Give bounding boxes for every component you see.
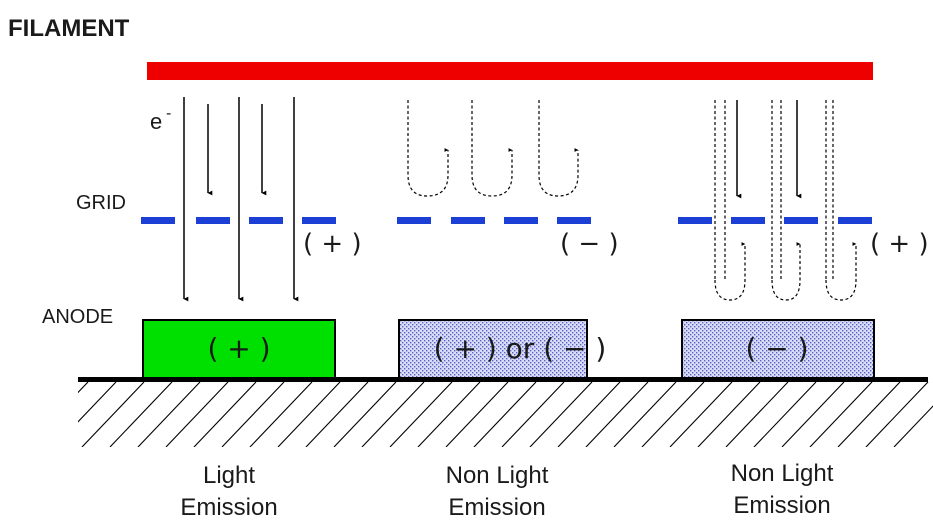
hatch-line xyxy=(333,381,397,447)
panel-2-grid-charge: ( − ) xyxy=(560,229,619,259)
hatch-line xyxy=(78,381,89,394)
hatch-line xyxy=(865,381,929,447)
hatch-line xyxy=(641,381,705,447)
grid-dashes xyxy=(141,217,872,224)
hatch-line xyxy=(81,381,145,447)
hatch-line xyxy=(557,381,621,447)
hatch-line xyxy=(753,381,817,447)
ground-line xyxy=(78,377,928,382)
panel-1-grid-charge: ( + ) xyxy=(303,229,362,259)
electron-superscript: - xyxy=(166,105,171,122)
panel-3-electron-paths xyxy=(714,100,857,301)
panel-3-anode xyxy=(681,319,875,379)
panel-1-electron-paths xyxy=(183,97,299,302)
panel-1-anode-charge: ( + ) xyxy=(207,332,270,365)
hatch-line xyxy=(725,381,789,447)
filament-bar xyxy=(147,62,873,80)
panel-1-anode xyxy=(142,319,336,379)
hatch-line xyxy=(165,381,229,447)
panel-3-caption-line2: Emission xyxy=(733,492,830,519)
hatch-line xyxy=(389,381,453,447)
panel-2-anode-charge: ( + ) or ( − ) xyxy=(434,332,607,365)
hatch-line xyxy=(501,381,565,447)
hatch-line xyxy=(277,381,341,447)
hatch-line xyxy=(837,381,901,447)
hatch-line xyxy=(585,381,649,447)
anode-label: ANODE xyxy=(42,306,113,328)
hatch-line xyxy=(781,381,845,447)
hatch-line xyxy=(221,381,285,447)
hatch-line xyxy=(193,381,257,447)
hatch-line xyxy=(893,405,933,447)
hatch-line xyxy=(809,381,873,447)
hatch-line xyxy=(0,382,60,447)
grid-label: GRID xyxy=(76,192,126,214)
hatch-line xyxy=(361,381,425,447)
hatch-line xyxy=(473,381,537,447)
hatch-line xyxy=(445,381,509,447)
filament-label: FILAMENT xyxy=(8,15,130,42)
hatch-line xyxy=(137,381,201,447)
panel-2-caption-line1: Non Light xyxy=(446,462,549,489)
panel-2-electron-paths xyxy=(407,100,579,197)
hatch-line xyxy=(697,381,761,447)
hatch-line xyxy=(613,381,677,447)
panel-3-grid-charge: ( + ) xyxy=(870,229,929,259)
hatch-line xyxy=(78,381,117,423)
hatch-line xyxy=(529,381,593,447)
panel-1-caption-line1: Light xyxy=(203,462,255,489)
hatch-line xyxy=(417,381,481,447)
panel-3-anode-charge: ( − ) xyxy=(745,332,808,365)
hatch-line xyxy=(305,381,369,447)
hatch-line xyxy=(109,381,173,447)
electron-label: e xyxy=(150,109,162,134)
ground-hatching xyxy=(0,381,933,447)
panel-3-caption-line1: Non Light xyxy=(731,460,834,487)
panel-1-caption-line2: Emission xyxy=(180,494,277,521)
hatch-line xyxy=(669,381,733,447)
hatch-line xyxy=(249,381,313,447)
panel-2-caption-line2: Emission xyxy=(448,494,545,521)
